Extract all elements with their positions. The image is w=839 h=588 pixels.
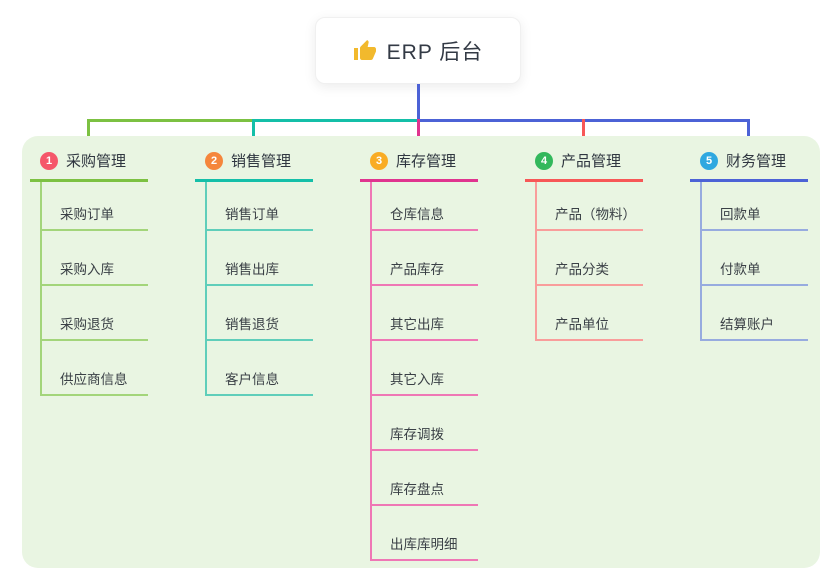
mindmap-node-item[interactable]: 供应商信息 bbox=[42, 341, 148, 396]
root-connector-vertical bbox=[416, 84, 420, 122]
mindmap-node-item[interactable]: 出库库明细 bbox=[372, 506, 478, 561]
branch-title[interactable]: 3 库存管理 bbox=[360, 136, 478, 182]
branch-column: 5 财务管理回款单付款单结算账户 bbox=[690, 136, 808, 341]
mindmap-node-item[interactable]: 其它入库 bbox=[372, 341, 478, 396]
branch-title[interactable]: 2 销售管理 bbox=[195, 136, 313, 182]
connector-segment bbox=[251, 119, 418, 122]
mindmap-node-item[interactable]: 其它出库 bbox=[372, 286, 478, 341]
mindmap-node-item[interactable]: 仓库信息 bbox=[372, 182, 478, 231]
root-node[interactable]: ERP 后台 bbox=[315, 17, 521, 84]
branch-badge: 5 bbox=[700, 151, 718, 170]
branch-label: 采购管理 bbox=[66, 153, 127, 170]
mindmap-node-item[interactable]: 产品库存 bbox=[372, 231, 478, 286]
branches-panel: 1 采购管理采购订单采购入库采购退货供应商信息 2 销售管理销售订单销售出库销售退货客… bbox=[22, 136, 820, 568]
mindmap-node-item[interactable]: 销售出库 bbox=[207, 231, 313, 286]
connector-drop bbox=[746, 119, 750, 152]
mindmap-node-item[interactable]: 产品（物料） bbox=[537, 182, 643, 231]
mindmap-node-item[interactable]: 销售订单 bbox=[207, 182, 313, 231]
connector-drop bbox=[581, 119, 585, 152]
branch-badge: 4 bbox=[535, 151, 553, 170]
branch-badge: 1 bbox=[40, 151, 58, 170]
connector-drop bbox=[251, 119, 255, 152]
branch-items: 销售订单销售出库销售退货客户信息 bbox=[205, 182, 313, 396]
branch-items: 回款单付款单结算账户 bbox=[700, 182, 808, 341]
branch-label: 产品管理 bbox=[561, 153, 622, 170]
branch-items: 产品（物料）产品分类产品单位 bbox=[535, 182, 643, 341]
branch-items: 采购订单采购入库采购退货供应商信息 bbox=[40, 182, 148, 396]
branch-title[interactable]: 1 采购管理 bbox=[30, 136, 148, 182]
mindmap-node-item[interactable]: 库存调拨 bbox=[372, 396, 478, 451]
branch-title[interactable]: 5 财务管理 bbox=[690, 136, 808, 182]
branch-label: 销售管理 bbox=[231, 153, 292, 170]
branch-badge: 3 bbox=[370, 151, 388, 170]
root-label: ERP 后台 bbox=[386, 40, 484, 64]
branch-label: 库存管理 bbox=[396, 153, 457, 170]
branch-column: 4 产品管理产品（物料）产品分类产品单位 bbox=[525, 136, 643, 341]
branch-label: 财务管理 bbox=[726, 153, 787, 170]
mindmap-node-item[interactable]: 采购退货 bbox=[42, 286, 148, 341]
branch-badge: 2 bbox=[205, 151, 223, 170]
connector-drop bbox=[86, 119, 90, 152]
mindmap-node-item[interactable]: 采购订单 bbox=[42, 182, 148, 231]
mindmap-node-item[interactable]: 客户信息 bbox=[207, 341, 313, 396]
connector-segment bbox=[86, 119, 253, 122]
mindmap-node-item[interactable]: 库存盘点 bbox=[372, 451, 478, 506]
connector-drop bbox=[416, 119, 420, 152]
branch-items: 仓库信息产品库存其它出库其它入库库存调拨库存盘点出库库明细 bbox=[370, 182, 478, 561]
branch-column: 3 库存管理仓库信息产品库存其它出库其它入库库存调拨库存盘点出库库明细 bbox=[360, 136, 478, 561]
mindmap-node-item[interactable]: 付款单 bbox=[702, 231, 808, 286]
branch-column: 2 销售管理销售订单销售出库销售退货客户信息 bbox=[195, 136, 313, 396]
mindmap-node-item[interactable]: 回款单 bbox=[702, 182, 808, 231]
branch-column: 1 采购管理采购订单采购入库采购退货供应商信息 bbox=[30, 136, 148, 396]
mindmap-node-item[interactable]: 销售退货 bbox=[207, 286, 313, 341]
mindmap-node-item[interactable]: 结算账户 bbox=[702, 286, 808, 341]
branch-title[interactable]: 4 产品管理 bbox=[525, 136, 643, 182]
mindmap-node-item[interactable]: 产品分类 bbox=[537, 231, 643, 286]
mindmap-node-item[interactable]: 采购入库 bbox=[42, 231, 148, 286]
mindmap-node-item[interactable]: 产品单位 bbox=[537, 286, 643, 341]
thumbs-up-icon bbox=[353, 39, 376, 60]
